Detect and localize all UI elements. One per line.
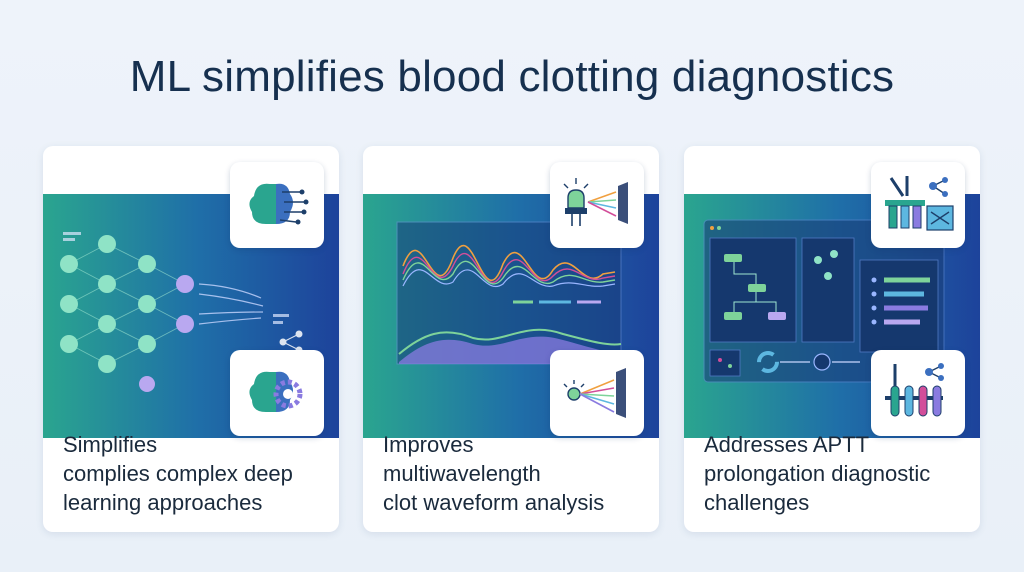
card-aptt-diagnostics: Addresses APTT prolongation diagnostic c…	[684, 146, 980, 532]
card-caption: Simplifies complies complex deep learnin…	[63, 432, 293, 515]
card-caption: Addresses APTT prolongation diagnostic c…	[704, 432, 931, 515]
waveform-illustration	[363, 194, 659, 438]
pipette-tubes-icon	[871, 350, 965, 436]
card-deep-learning: Simplifies complies complex deep learnin…	[43, 146, 339, 532]
card-waveform-analysis: Improves multiwavelength clot waveform a…	[363, 146, 659, 532]
card-caption: Improves multiwavelength clot waveform a…	[383, 432, 605, 515]
light-spectrum-icon	[550, 350, 644, 436]
brain-circuit-icon	[230, 162, 324, 248]
led-light-source-icon	[550, 162, 644, 248]
brain-gear-icon	[230, 350, 324, 436]
page-title: ML simplifies blood clotting diagnostics	[129, 52, 895, 101]
lab-tubes-molecule-icon	[871, 162, 965, 248]
